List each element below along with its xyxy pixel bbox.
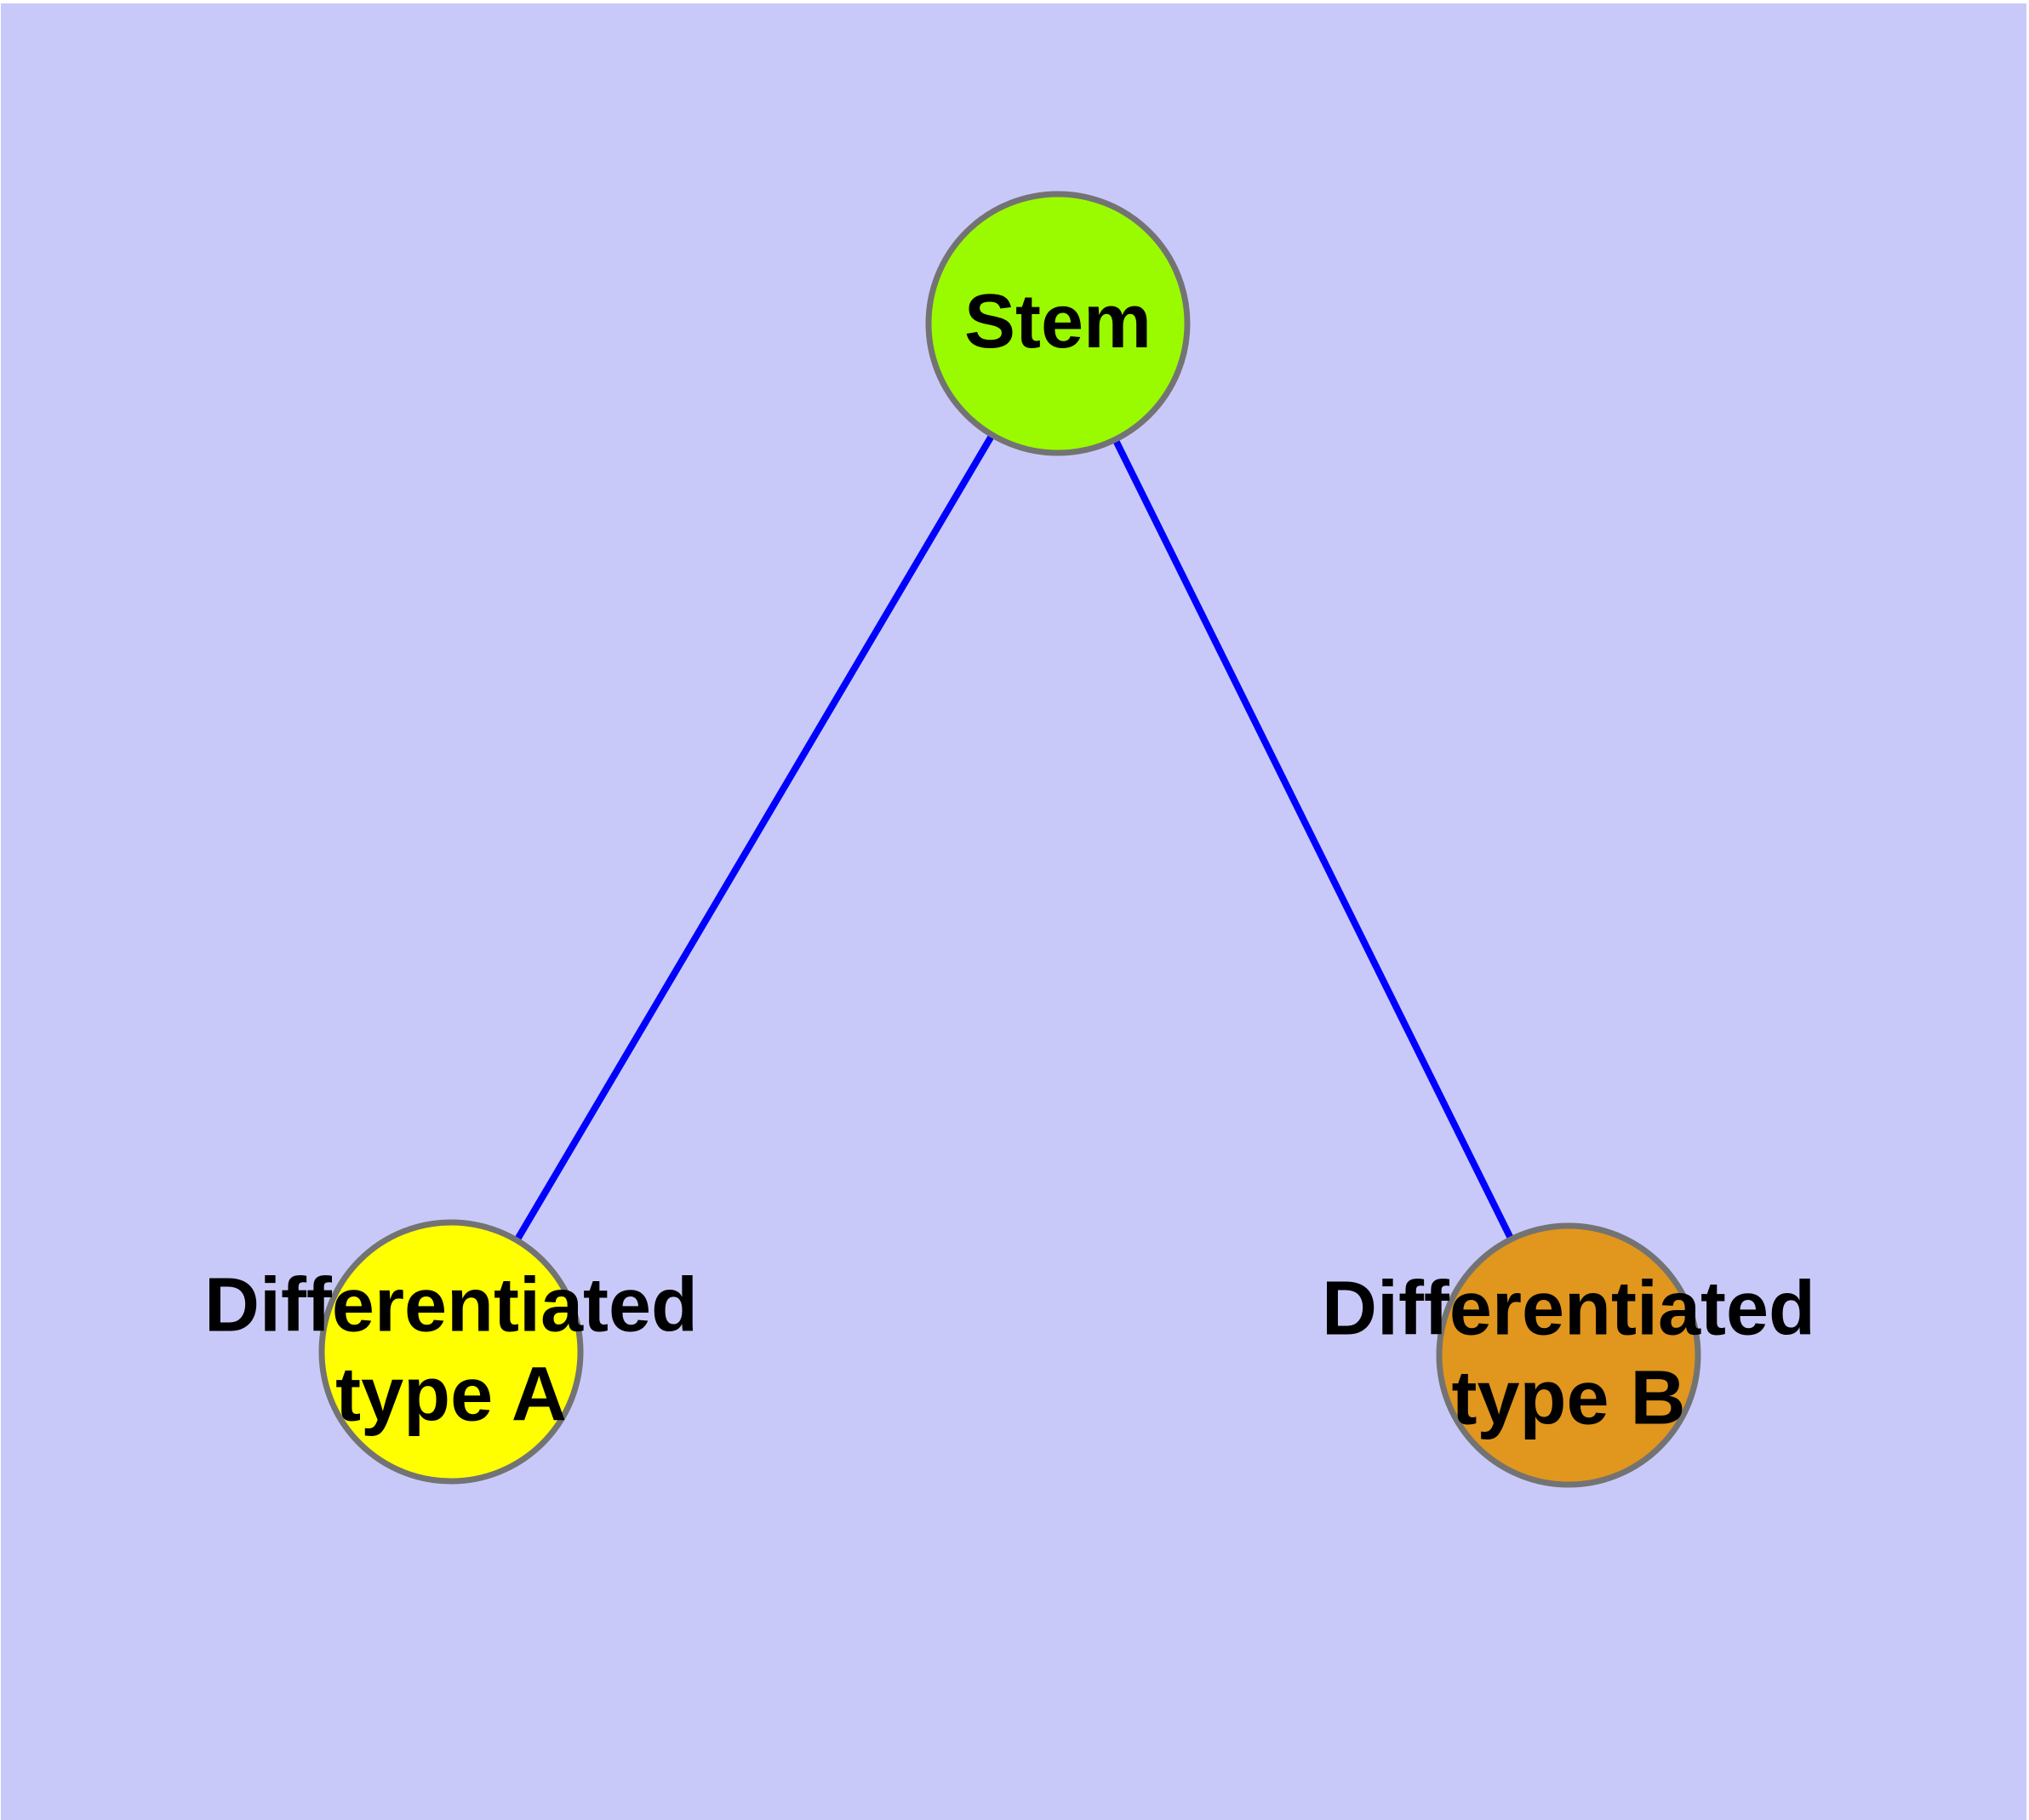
edge-stem-to-diff-b xyxy=(1055,322,1572,1357)
node-stem-label-line-1: Stem xyxy=(964,279,1152,364)
node-diff-a-label-line-2: type A xyxy=(335,1353,567,1438)
edge-stem-to-diff-a xyxy=(448,321,1061,1354)
node-diff-b-circle xyxy=(1436,1222,1701,1488)
node-diff-b-label-line-2: type B xyxy=(1451,1356,1685,1441)
node-diff-b-label-line-1: Differentiated xyxy=(1322,1267,1815,1352)
node-diff-a-label-line-1: Differentiated xyxy=(204,1263,698,1348)
edges-layer xyxy=(448,321,1572,1357)
node-stem-label: Stem xyxy=(964,279,1152,364)
node-stem-circle xyxy=(925,191,1191,456)
node-diff-a-circle xyxy=(318,1219,584,1485)
